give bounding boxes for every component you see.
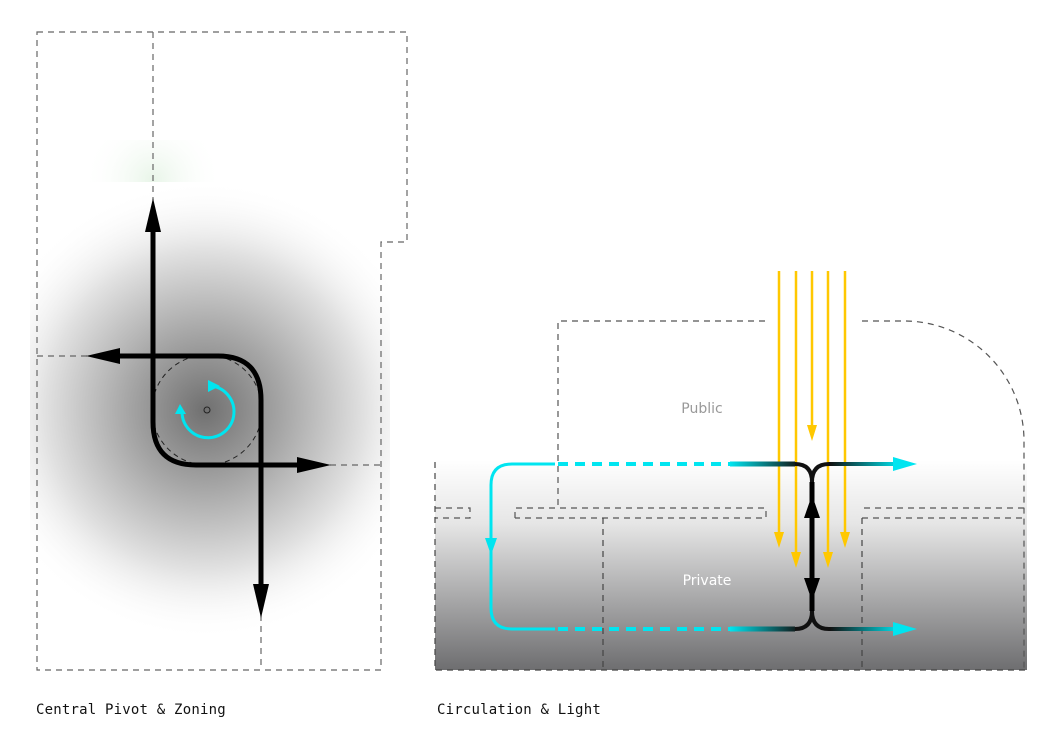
core-arrow-up-icon [804,495,820,518]
circulation-path [489,462,555,540]
light-ray-head-icon [823,552,833,568]
clockwise-rotation-icon [175,380,236,440]
public-zone-label: Public [681,401,722,417]
circulation-light-diagram: Public Private [434,271,1027,671]
arrow-down-head-icon [253,584,269,618]
exit-arrow-top-icon [893,457,917,471]
exit-arrow-bottom-icon [893,622,917,636]
core-arrow-down-icon [804,578,820,601]
caption-central-pivot: Central Pivot & Zoning [36,702,226,718]
public-zone-curve [862,320,1025,670]
central-pivot-diagram [30,31,408,671]
circulation-loop [485,461,795,632]
light-glow [85,140,225,182]
light-ray-head-icon [791,552,801,568]
circulation-path [489,540,555,631]
caption-circulation-light: Circulation & Light [437,702,601,718]
private-zone-shading [435,458,1027,670]
light-ray-head-icon [774,532,784,548]
light-rays [774,271,850,568]
private-zone-label: Private [683,573,732,589]
pivot-center-icon [203,406,211,414]
vertical-core [794,457,917,636]
light-ray-head-icon [840,532,850,548]
arrow-up-head-icon [145,198,161,232]
arrow-right-head-icon [297,457,331,473]
slab-line [862,507,1024,519]
light-ray-head-icon [807,425,817,441]
building-outline [36,31,408,671]
slab-line [514,507,767,519]
arrow-left-head-icon [86,348,120,364]
private-zone-outline [434,462,1027,671]
